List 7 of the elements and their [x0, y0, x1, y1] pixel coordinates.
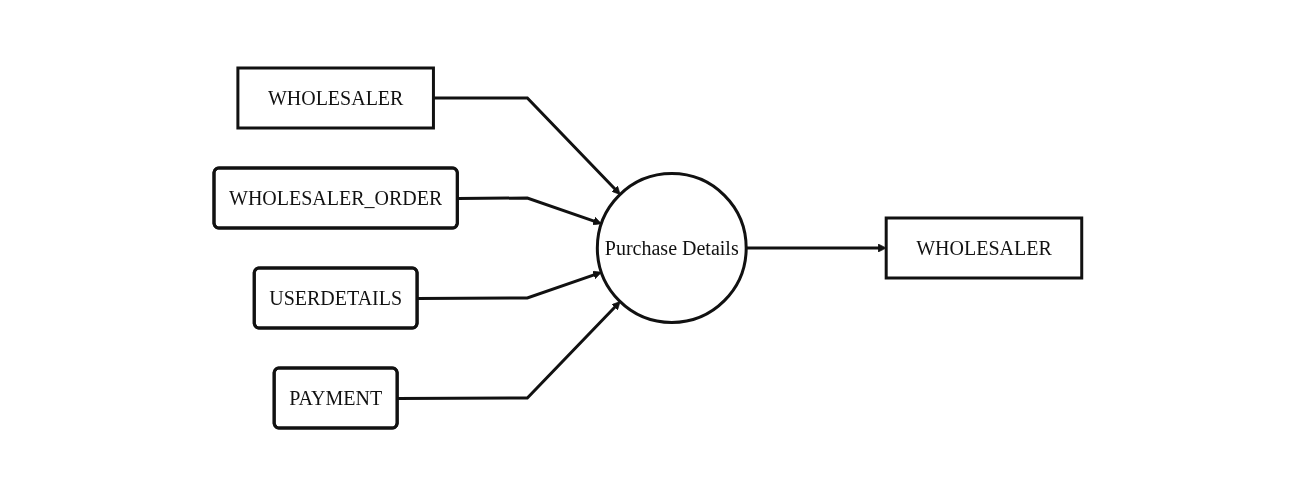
arrow	[417, 270, 602, 300]
node-circle: Purchase Details	[595, 171, 748, 324]
arrow	[457, 196, 602, 225]
arrow	[397, 300, 621, 400]
arrow	[433, 96, 621, 195]
node-box: WHOLESALER	[884, 216, 1083, 279]
node-box: WHOLESALER	[236, 66, 435, 129]
